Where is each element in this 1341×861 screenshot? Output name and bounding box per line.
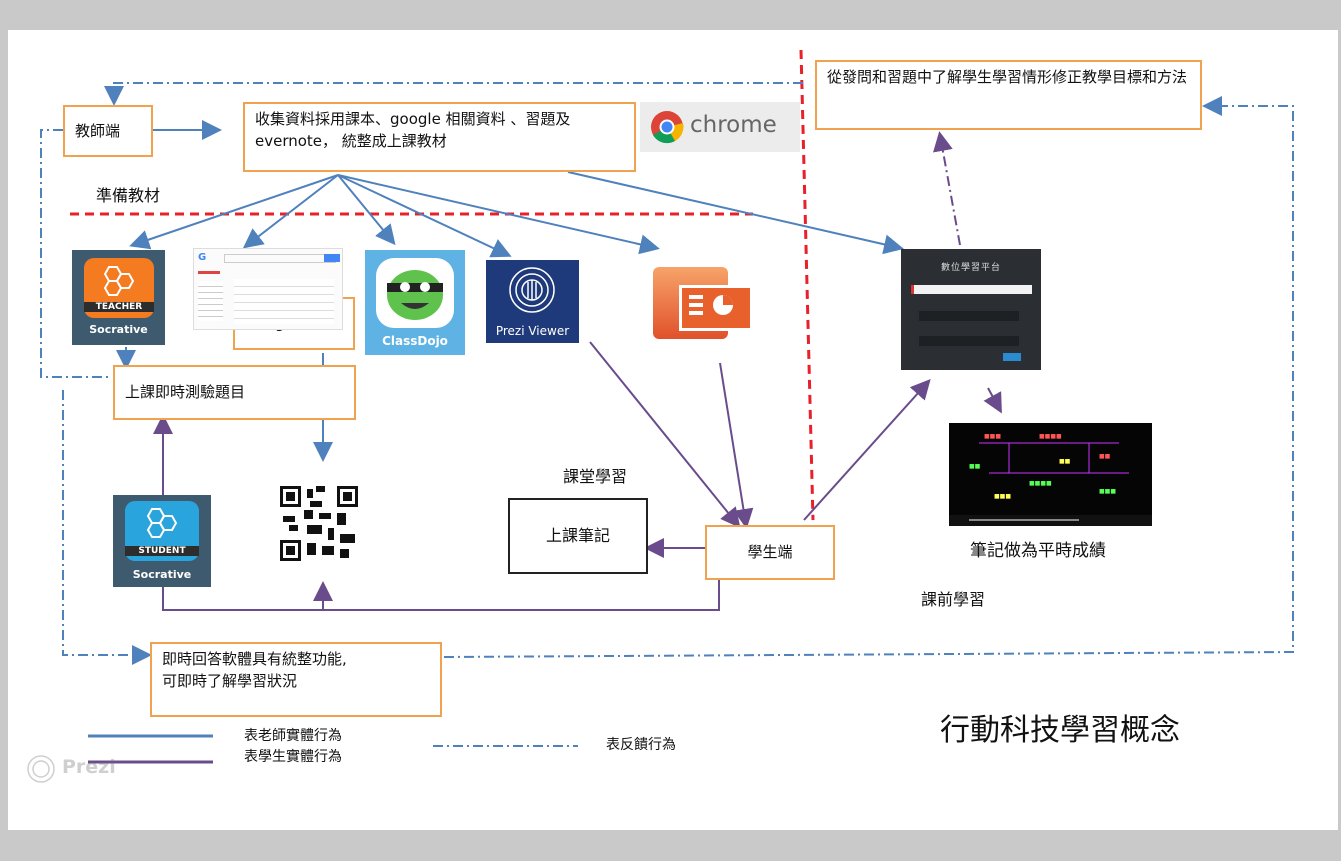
svg-text:■■: ■■: [969, 463, 981, 470]
prezi-viewer-name: Prezi Viewer: [495, 324, 570, 338]
svg-text:■■■: ■■■: [1099, 488, 1116, 495]
monster-icon: [387, 270, 443, 320]
svg-text:■■: ■■: [1099, 453, 1111, 460]
prepare-label: 準備教材: [96, 186, 161, 205]
feedback-top-loop: [104, 82, 803, 106]
handwritten-notes-graphic: ■■■■■■■■■ ■■■■■■■■■ ■■■■■: [949, 433, 1152, 526]
prezi-to-student: [589, 341, 741, 529]
svg-text:■■: ■■: [1059, 458, 1071, 465]
prezi-watermark: Prezi: [24, 752, 154, 786]
socrative-teacher-app: TEACHER Socrative: [72, 250, 165, 345]
classroom-label: 課堂學習: [563, 467, 628, 486]
feedback-bottom-right: [443, 96, 1294, 658]
prezi-icon: [509, 267, 555, 313]
slide: 教師端 收集資料採用課本、google 相關資料 、習題及 evernote， …: [8, 30, 1338, 830]
legend-teacher-text: 表老師實體行為: [244, 728, 342, 744]
vertical-divider: [799, 49, 815, 521]
feedback-goal-box: 從發問和習題中了解學生學習情形修正教學目標和方法: [815, 60, 1202, 130]
prezi-viewer-app: Prezi Viewer: [486, 260, 579, 343]
hexagon-icon: [103, 266, 135, 296]
hexagon-icon: [146, 508, 178, 538]
chrome-icon: [651, 111, 684, 144]
collect-to-classdojo: [337, 174, 396, 246]
socrative-student-badge: STUDENT: [125, 546, 199, 556]
student-box: 學生端: [705, 525, 835, 580]
learning-platform-screenshot: 數位學習平台: [901, 249, 1041, 370]
powerpoint-app: [649, 263, 754, 348]
svg-text:■■■: ■■■: [994, 493, 1011, 500]
quiz-box: 上課即時測驗題目: [113, 365, 356, 420]
collect-to-google: [242, 174, 339, 249]
preclass-label: 課前學習: [921, 590, 986, 609]
prezi-logo-icon: [27, 755, 55, 783]
diagram-title: 行動科技學習概念: [940, 713, 1180, 748]
platform-to-notes: [983, 387, 1002, 414]
platform-title: 數位學習平台: [940, 263, 1001, 273]
notes-grade-label: 筆記做為平時成績: [970, 541, 1106, 561]
student-to-platform: [803, 379, 931, 521]
svg-text:■■■■: ■■■■: [1029, 480, 1052, 487]
socrative-teacher-badge: TEACHER: [84, 302, 154, 312]
feedback-bottom-left: [62, 390, 152, 665]
legend-feedback-text: 表反饋行為: [606, 737, 676, 753]
connector-lines: [40, 49, 1294, 764]
socrative-teacher-name: Socrative: [89, 323, 148, 336]
collect-to-socrative: [129, 174, 339, 250]
feedback-right-up: [933, 131, 961, 246]
collect-to-office: [337, 174, 660, 255]
notes-video-screenshot: ■■■■■■■■■ ■■■■■■■■■ ■■■■■: [949, 423, 1152, 526]
chrome-logo: chrome: [640, 102, 800, 152]
chrome-text: chrome: [690, 112, 777, 138]
socrative-student-name: Socrative: [132, 568, 192, 581]
collect-to-platform: [567, 171, 904, 255]
qr-code-icon: [280, 486, 358, 561]
svg-text:■■■■: ■■■■: [1039, 433, 1062, 440]
collect-to-prezi: [337, 174, 512, 258]
prezi-logo-text: Prezi: [62, 756, 116, 778]
office-to-student: [719, 362, 754, 529]
classdojo-name: ClassDojo: [382, 334, 448, 348]
chart-slide-icon: [689, 295, 733, 315]
teacher-box: 教師端: [63, 105, 153, 157]
feedback-left-loop: [40, 129, 111, 378]
google-screenshot: G: [193, 248, 343, 330]
socrative-student-app: STUDENT Socrative: [113, 495, 211, 587]
collect-materials-box: 收集資料採用課本、google 相關資料 、習題及 evernote， 統整成上…: [243, 102, 636, 172]
classdojo-app: ClassDojo: [365, 250, 465, 355]
legend-student-text: 表學生實體行為: [244, 749, 342, 765]
instant-answer-box: 即時回答軟體具有統整功能, 可即時了解學習狀況: [150, 642, 442, 717]
svg-text:■■■: ■■■: [984, 433, 1001, 440]
notes-box: 上課筆記: [508, 498, 648, 574]
